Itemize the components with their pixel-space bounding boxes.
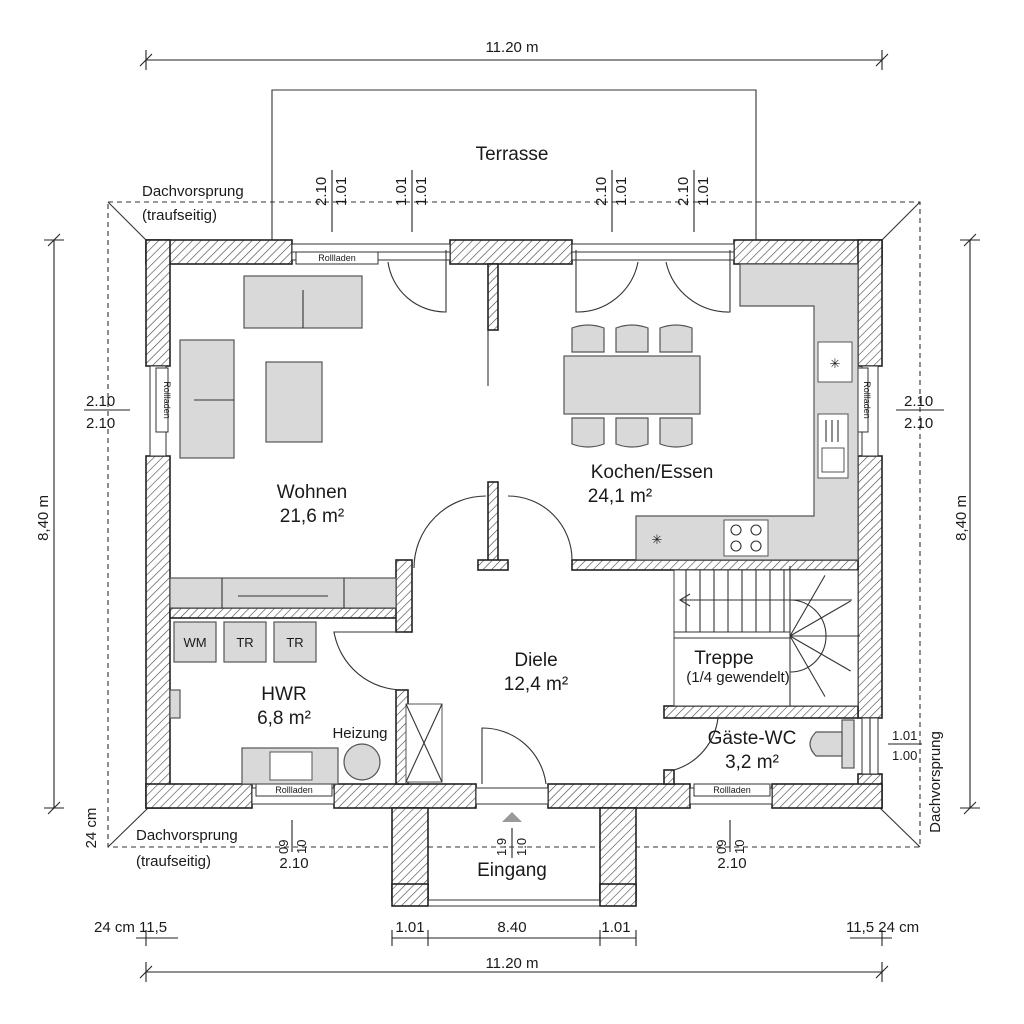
sink-icon (817, 413, 849, 479)
bottom-right-win-b: 10 (732, 840, 747, 854)
dryer-1-label: TR (236, 635, 253, 650)
entrance-label: Eingang (477, 860, 547, 881)
eaves-bottom-label: Dachvorsprung (136, 827, 238, 844)
kitchen-area: 24,1 m² (588, 486, 652, 507)
coffee-table (265, 361, 323, 443)
top-total-dimension: 11.20 m (485, 39, 538, 56)
eaves-right-label: Dachvorsprung (927, 731, 944, 833)
win-a-bottom: 1.01 (333, 177, 350, 206)
dining-table (563, 355, 701, 415)
bottom-left-win-c: 2.10 (279, 855, 308, 872)
win-b-bottom: 1.01 (413, 177, 430, 206)
eaves-depth-label: 24 cm (83, 808, 100, 849)
stair-winder (789, 635, 826, 697)
right-win-top: 2.10 (904, 393, 933, 410)
room-labels: Terrasse Wohnen 21,6 m² Kochen/Essen 24,… (257, 144, 796, 881)
win-a-top: 2.10 (313, 177, 330, 206)
win-c-bottom: 1.01 (613, 177, 630, 206)
windows (149, 243, 879, 805)
entry-left-dimension: 1.01 (395, 919, 424, 936)
shutter-label-bottom-left: Rollladen (275, 785, 313, 795)
kitchen-label: Kochen/Essen (591, 462, 714, 483)
window-dimensions: 2.10 1.01 1.01 1.01 2.10 1.01 2.10 1.01 … (84, 177, 944, 872)
hall-label: Diele (514, 650, 557, 671)
wc-label: Gäste-WC (708, 728, 797, 749)
dryer-2-label: TR (286, 635, 303, 650)
bottom-right-win-c: 2.10 (717, 855, 746, 872)
utility-label: HWR (261, 684, 306, 705)
boiler (343, 743, 381, 781)
shutter-boxes: Rollladen Rollladen Rollladen Rollladen … (155, 251, 872, 797)
shutter-label-bottom-right: Rollladen (713, 785, 751, 795)
terrace-label: Terrasse (476, 144, 549, 165)
terrace-outline (271, 89, 757, 240)
washer-label: WM (183, 635, 206, 650)
heating-label: Heizung (332, 725, 387, 742)
left-win-top: 2.10 (86, 393, 115, 410)
stairs (673, 566, 860, 707)
entrance-arrow-icon (502, 812, 522, 822)
dishwasher-icon: ✳ (652, 532, 663, 547)
stairs-note: (1/4 gewendelt) (686, 669, 789, 686)
dining-furniture (563, 324, 701, 448)
bottom-right-win-a: 09 (714, 840, 729, 854)
bottom-right-chain: 11,5 24 cm (846, 919, 919, 936)
living-room-area: 21,6 m² (280, 506, 344, 527)
dimension-lines: 11.20 m 11.20 m 1.01 8.40 1.01 24 cm 11,… (35, 39, 980, 982)
wc-fixtures (809, 719, 855, 769)
kitchen-counter: ✳ ✳ (635, 263, 859, 561)
shutter-label-left: Rollladen (162, 381, 172, 419)
win-b-top: 1.01 (393, 177, 410, 206)
win-c-top: 2.10 (593, 177, 610, 206)
bottom-total-dimension: 11.20 m (485, 955, 538, 972)
living-room-label: Wohnen (277, 482, 347, 503)
stairs-label: Treppe (694, 648, 754, 669)
left-height-dimension: 8,40 m (35, 495, 52, 541)
shutter-label-top: Rollladen (318, 253, 356, 263)
stair-winder (789, 600, 851, 637)
sofa-side (179, 339, 235, 459)
toilet (809, 731, 843, 757)
bottom-left-win-a: 09 (276, 840, 291, 854)
utility-area: 6,8 m² (257, 708, 311, 729)
left-win-bottom: 2.10 (86, 415, 115, 432)
eaves-top-note: (traufseitig) (142, 207, 217, 224)
entry-right-dimension: 1.01 (601, 919, 630, 936)
doors (333, 250, 731, 785)
win-d-bottom: 1.01 (695, 177, 712, 206)
right-win-bottom: 2.10 (904, 415, 933, 432)
stair-winder (789, 635, 851, 672)
win-d-top: 2.10 (675, 177, 692, 206)
stair-winder (789, 575, 826, 637)
door-dim-b: 1.0 (514, 838, 529, 856)
dryer-2 (273, 621, 317, 663)
wc-area: 3,2 m² (725, 752, 779, 773)
cooktop-icon (723, 519, 769, 557)
stair-curve (789, 599, 827, 673)
sideboard (169, 577, 397, 609)
utility-furniture: WM TR TR (169, 621, 443, 785)
wc-win-top: 1.01 (892, 728, 917, 743)
eaves-top-label: Dachvorsprung (142, 183, 244, 200)
right-height-dimension: 8,40 m (953, 495, 970, 541)
eaves-labels: Dachvorsprung (traufseitig) Dachvorsprun… (83, 183, 944, 870)
shutter-label-right: Rollladen (862, 381, 872, 419)
entry-mid-dimension: 8.40 (497, 919, 526, 936)
door-dim-a: 1.9 (494, 838, 509, 856)
bottom-left-chain: 24 cm 11,5 (94, 919, 167, 936)
living-furniture (169, 275, 397, 609)
washer (173, 621, 217, 663)
fridge-icon: ✳ (830, 356, 841, 371)
hall-area: 12,4 m² (504, 674, 568, 695)
eaves-bottom-note: (traufseitig) (136, 853, 211, 870)
wc-win-bottom: 1.00 (892, 748, 917, 763)
dryer-1 (223, 621, 267, 663)
eaves-overhang (107, 201, 921, 848)
bottom-left-win-b: 10 (294, 840, 309, 854)
